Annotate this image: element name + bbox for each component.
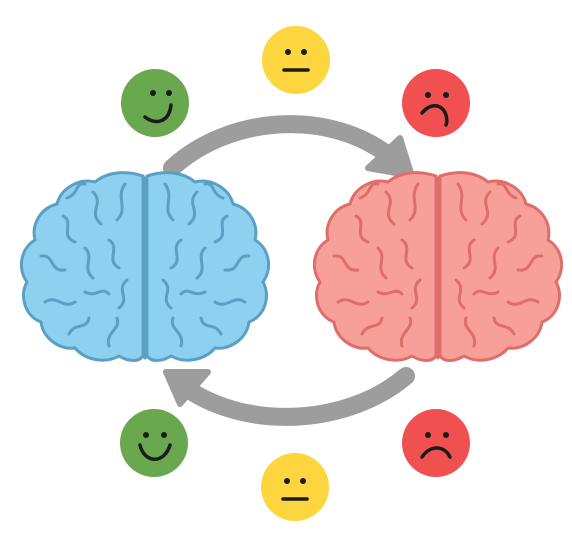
arrow-head-right: [365, 135, 415, 179]
curved-arrow-right-icon: [163, 115, 401, 177]
sad-face-icon: [402, 409, 470, 477]
arrow-head-left: [163, 369, 211, 407]
bottom-curved-arrow: [163, 367, 415, 426]
neutral-face-icon: [262, 26, 330, 94]
neutral-face-icon: [261, 453, 329, 521]
top-curved-arrow: [163, 115, 415, 179]
brain-icon: [312, 171, 564, 362]
sad-face-icon: [402, 69, 470, 137]
happy-face-icon: [120, 409, 188, 477]
brain-icon: [19, 171, 271, 362]
curved-arrow-left-icon: [177, 367, 415, 426]
happy-face-icon: [121, 69, 189, 137]
